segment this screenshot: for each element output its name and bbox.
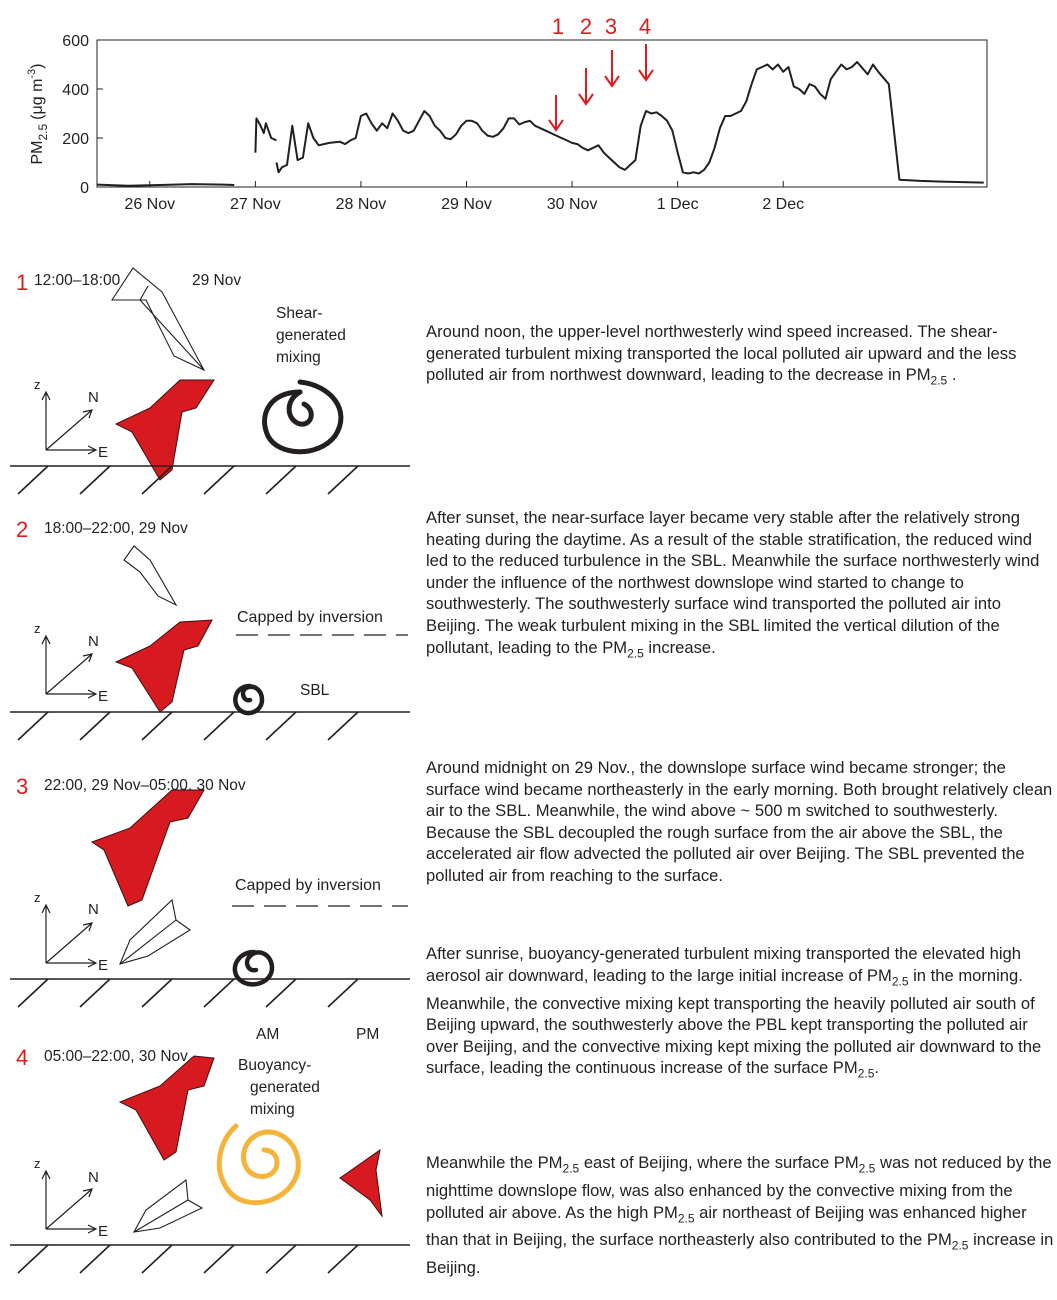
shear-label-1: Shear-: [276, 305, 323, 322]
sbl-label: SBL: [300, 682, 330, 699]
panel-number: 1: [16, 270, 28, 295]
svg-text:N: N: [88, 633, 99, 650]
x-tick-label: 1 Dec: [657, 196, 699, 213]
pm-label: PM: [356, 1026, 379, 1043]
ground-icon: [9, 711, 411, 741]
svg-text:E: E: [98, 957, 108, 974]
period-marker-3: 3: [605, 14, 617, 39]
pm25-series: [96, 61, 984, 187]
period-arrow-3: [604, 50, 620, 88]
panel-4-east-description: Meanwhile the PM2.5 east of Beijing, whe…: [426, 1153, 1054, 1278]
shear-label-3: mixing: [276, 349, 321, 366]
panel-4: AM PM 4 05:00–22:00, 30 Nov Buoyancy- ge…: [9, 1026, 411, 1274]
panel-1: 1 12:00–18:00 29 Nov Shear- generated mi…: [9, 267, 411, 495]
panel-number: 4: [16, 1045, 28, 1070]
x-tick-label: 26 Nov: [124, 196, 175, 213]
pm25-time-series-chart: 0 200 400 600 26 Nov 27 Nov 28 Nov 29 Nov 30 No…: [26, 14, 988, 213]
period-arrow-2: [578, 68, 594, 106]
panel-number: 2: [16, 517, 28, 542]
period-arrow-4: [638, 44, 654, 82]
shear-eddy-icon: [262, 379, 344, 455]
ground-icon: [9, 465, 411, 495]
svg-text:z: z: [34, 377, 41, 392]
surface-wind-arrow: [114, 379, 215, 481]
period-arrow-1: [548, 95, 564, 132]
y-tick-label: 600: [62, 33, 89, 50]
ground-icon: [9, 978, 411, 1008]
panel-time: 22:00, 29 Nov–05:00, 30 Nov: [44, 777, 246, 794]
capped-label: Capped by inversion: [235, 877, 381, 894]
panel-2-description: After sunset, the near-surface layer bec…: [426, 508, 1040, 660]
upper-wind-arrow: [118, 1055, 215, 1161]
convective-eddy-icon: [216, 1123, 301, 1206]
svg-text:N: N: [88, 901, 99, 918]
ground-icon: [9, 1244, 411, 1274]
upper-wind-arrow: [123, 545, 178, 607]
svg-text:z: z: [34, 1156, 41, 1171]
panel-3-description: Around midnight on 29 Nov., the downslop…: [426, 758, 1053, 885]
y-axis-label: PM2.5(μg m-3): [26, 63, 50, 164]
x-tick-label: 2 Dec: [762, 196, 804, 213]
x-tick-label: 30 Nov: [547, 196, 598, 213]
pm25-line-segment-2: [254, 117, 277, 153]
panel-time: 05:00–22:00, 30 Nov: [44, 1048, 188, 1065]
svg-text:PM2.5(μg m-3): PM2.5(μg m-3): [26, 63, 50, 164]
panel-time: 12:00–18:00: [34, 272, 121, 289]
buoyancy-label-2: generated: [250, 1079, 320, 1096]
panel-2: 2 18:00–22:00, 29 Nov Capped by inversio…: [9, 517, 411, 741]
plot-frame: [96, 39, 988, 188]
x-tick-label: 29 Nov: [441, 196, 492, 213]
period-arrows: [548, 44, 654, 132]
pm-wind-arrow: [339, 1148, 383, 1218]
pm25-line-segment-1: [96, 183, 235, 187]
svg-text:N: N: [88, 389, 99, 406]
panel-1-description: Around noon, the upper-level northwester…: [426, 322, 1017, 388]
svg-text:z: z: [34, 621, 41, 636]
shear-label-2: generated: [276, 327, 346, 344]
surface-wind-arrow: [132, 1178, 204, 1233]
period-marker-4: 4: [639, 14, 651, 39]
panel-number: 3: [16, 774, 28, 799]
panel-date: 29 Nov: [192, 272, 241, 289]
y-tick-label: 0: [80, 180, 89, 197]
svg-text:N: N: [88, 1169, 99, 1186]
panel-4-description: After sunrise, buoyancy-generated turbul…: [426, 944, 1042, 1081]
x-tick-label: 28 Nov: [336, 196, 387, 213]
panel-3: 3 22:00, 29 Nov–05:00, 30 Nov Capped by …: [9, 774, 411, 1008]
svg-text:E: E: [98, 688, 108, 705]
sbl-eddy-icon: [232, 949, 275, 987]
y-tick-label: 200: [62, 131, 89, 148]
schematic-panels: 1 12:00–18:00 29 Nov Shear- generated mi…: [9, 267, 411, 1274]
surface-wind-arrow: [119, 898, 191, 965]
svg-text:E: E: [98, 1223, 108, 1240]
svg-text:z: z: [34, 890, 41, 905]
pm25-line-segment-3: [275, 61, 984, 184]
buoyancy-label-1: Buoyancy-: [238, 1057, 311, 1074]
weak-eddy-icon: [233, 683, 265, 716]
capped-label: Capped by inversion: [237, 609, 383, 626]
y-axis-ticks: 0 200 400 600: [62, 33, 103, 197]
surface-wind-arrow: [114, 619, 213, 713]
upper-wind-arrow: [90, 789, 205, 907]
am-label: AM: [256, 1026, 279, 1043]
y-tick-label: 400: [62, 82, 89, 99]
period-marker-1: 1: [552, 14, 564, 39]
svg-text:E: E: [98, 444, 108, 461]
buoyancy-label-3: mixing: [250, 1101, 295, 1118]
x-axis-ticks: 26 Nov 27 Nov 28 Nov 29 Nov 30 Nov 1 Dec 2 Dec: [124, 181, 804, 213]
period-marker-2: 2: [580, 14, 592, 39]
x-tick-label: 27 Nov: [230, 196, 281, 213]
panel-time: 18:00–22:00, 29 Nov: [44, 520, 188, 537]
